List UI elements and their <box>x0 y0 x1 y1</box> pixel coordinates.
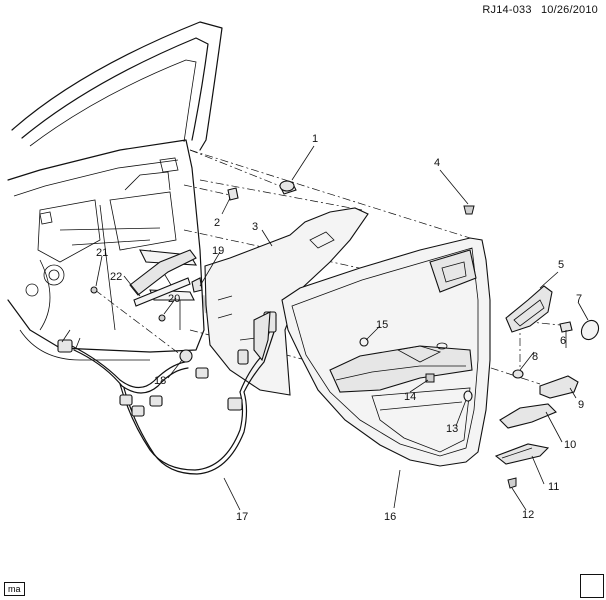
callout-11: 11 <box>548 481 559 493</box>
callout-4: 4 <box>434 157 440 169</box>
callout-10: 10 <box>564 439 576 451</box>
callout-1: 1 <box>312 133 318 145</box>
callout-22: 22 <box>110 271 122 283</box>
callout-17: 17 <box>236 511 248 523</box>
callout-16: 16 <box>384 511 396 523</box>
callout-13: 13 <box>446 423 458 435</box>
screw-part-12 <box>507 477 517 489</box>
callout-8: 8 <box>532 351 538 363</box>
callout-21: 21 <box>96 247 108 259</box>
clip-part-2 <box>227 187 239 201</box>
bracket-part-19 <box>191 277 203 293</box>
callout-20: 20 <box>168 293 180 305</box>
fasteners <box>90 180 600 489</box>
callout-19: 19 <box>212 245 224 257</box>
screw-part-20 <box>158 314 166 322</box>
clip-part-13 <box>463 390 473 402</box>
drawing-header: RJ14-033 10/26/2010 <box>476 4 598 16</box>
screw-part-6 <box>559 321 573 333</box>
pull-cup-part-9 <box>539 375 579 399</box>
leader-lines <box>95 145 589 511</box>
screw-part-21 <box>90 286 98 294</box>
callout-7: 7 <box>576 293 582 305</box>
drawing-date: 10/26/2010 <box>540 4 598 16</box>
callout-6: 6 <box>560 335 566 347</box>
push-pin-part-4 <box>463 205 475 215</box>
handle-bezel-part-5 <box>505 285 553 333</box>
callout-12: 12 <box>522 509 534 521</box>
callout-18: 18 <box>154 375 166 387</box>
corner-logo-icon <box>580 574 604 598</box>
grommet-part-18 <box>179 349 193 363</box>
callout-15: 15 <box>376 319 388 331</box>
latch-strap <box>253 311 271 362</box>
drawing-id: RJ14-033 <box>482 4 532 16</box>
callout-14: 14 <box>404 391 416 403</box>
callout-9: 9 <box>578 399 584 411</box>
door-frame <box>7 21 223 361</box>
cap-part-7 <box>580 319 600 341</box>
door-trim-panel <box>281 237 491 467</box>
corner-tag: ma <box>4 582 25 596</box>
armrest-handle-part-10 <box>499 403 557 429</box>
callout-labels: 1 2 3 4 5 6 7 8 9 10 11 12 13 14 15 16 1… <box>96 133 584 523</box>
callout-5: 5 <box>558 259 564 271</box>
ring-clip-part-8 <box>512 369 524 379</box>
callout-3: 3 <box>252 221 258 233</box>
clip-part-14 <box>425 373 435 383</box>
rod-part-22 <box>133 277 191 307</box>
pull-strip-part-11 <box>494 443 550 465</box>
callout-2: 2 <box>214 217 220 229</box>
wiring-harness <box>57 311 277 475</box>
